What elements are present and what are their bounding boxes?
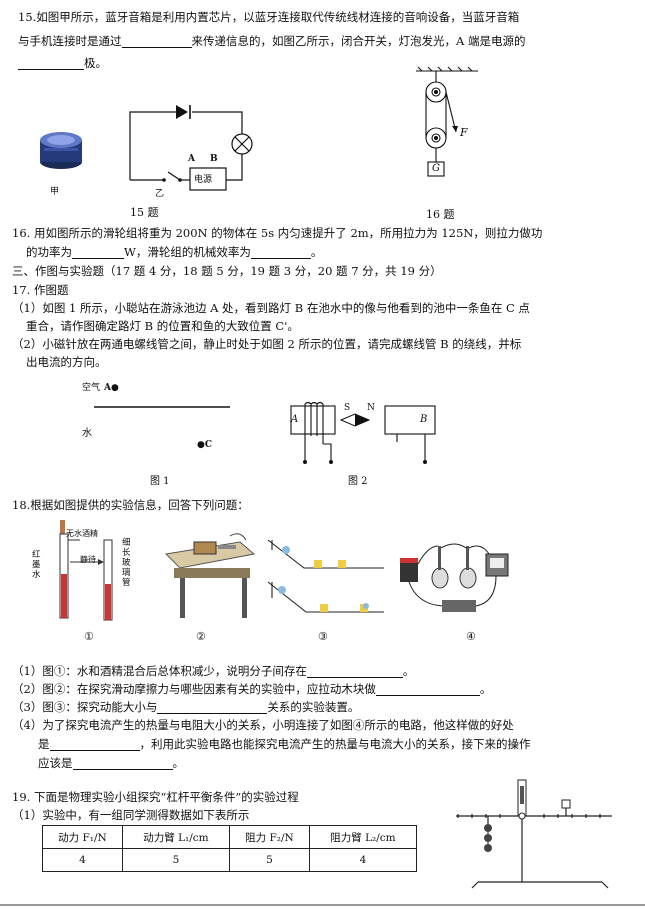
q18-answer-1-text: （1）图①：水和酒精混合后总体积减少，说明分子间存在 — [12, 664, 307, 678]
q18-answer-4-yinggai: 应该是 — [38, 756, 73, 770]
q18-answer-2-text: （2）图②：在探究滑动摩擦力与哪些因素有关的实验中，应拉动木块做 — [12, 682, 376, 696]
label-A: A — [188, 154, 195, 164]
q15-line2: 与手机连接时是通过 来传递信息的，如图乙所示，闭合开关，灯泡发光，A 端是电源的 — [18, 34, 525, 48]
point-C: ●C — [197, 440, 212, 450]
fig-label-3: ③ — [318, 630, 328, 643]
label-air-text: 空气 — [82, 383, 101, 393]
label-coil-A: A — [291, 414, 299, 425]
circuit-diagram-15 — [129, 105, 253, 191]
label-N-pole: N — [367, 403, 375, 413]
q15-line1: 15.如图甲所示，蓝牙音箱是利用内置芯片，以蓝牙连接取代传统线材连接的音响设备，… — [18, 10, 520, 24]
answer-blank-q18-5[interactable] — [72, 757, 173, 770]
solenoid-diagram — [290, 401, 436, 464]
q18-answer-4-shi: 是 — [38, 737, 50, 751]
q18-answer-3-end: 关系的实验装置。 — [267, 700, 360, 714]
q16-line2-mid: W，滑轮组的机械效率为 — [124, 245, 251, 259]
fig-label-4: ④ — [466, 630, 476, 643]
q15-line2-start: 与手机连接时是通过 — [18, 34, 122, 48]
answer-blank-q16-2[interactable] — [250, 246, 311, 259]
q18-answer-4-end: 。 — [172, 756, 185, 770]
label-still: 静待 — [80, 555, 96, 564]
label-red-water: 红墨水 — [32, 550, 41, 580]
fig-label-2: ② — [196, 630, 206, 643]
answer-blank-q18-3[interactable] — [157, 701, 268, 714]
table-header-cell: 动力臂 L₁/cm — [121, 825, 230, 849]
point-A-dot: ● — [111, 383, 119, 393]
q18-answer-4-line1: （4）为了探究电流产生的热量与电阻大小的关系，小明连接了如图④所示的电路，他这样… — [12, 718, 514, 732]
label-yi: 乙 — [155, 189, 165, 199]
answer-blank-q18-2[interactable] — [375, 683, 480, 696]
label-point-A: A — [104, 383, 111, 393]
caption-15: 15 题 — [130, 206, 159, 219]
lever-data-table: 动力 F₁/N 动力臂 L₁/cm 阻力 F₂/N 阻力臂 L₂/cm 4 5 … — [42, 825, 418, 872]
q16-line2-end: 。 — [310, 245, 323, 259]
label-S-pole: S — [344, 403, 351, 413]
table-header-cell: 阻力臂 L₂/cm — [308, 825, 418, 849]
table-row: 4 5 5 4 — [42, 848, 418, 872]
page-bottom-edge — [0, 904, 645, 906]
label-weight-G: G — [432, 163, 440, 174]
q15-line3: 极。 — [18, 56, 107, 70]
kinetic-energy-ramps — [267, 539, 384, 613]
q17-part1-line2: 重合，请作图确定路灯 B 的位置和鱼的大致位置 C'。 — [26, 319, 299, 333]
q18-answer-4-line2: 是 ，利用此实验电路也能探究电流产生的热量与电流大小的关系，接下来的操作 — [38, 737, 531, 751]
answer-blank-q18-1[interactable] — [306, 665, 403, 678]
label-alcohol: 无水酒精 — [66, 529, 98, 538]
label-force-F: F — [460, 126, 468, 139]
label-power-source: 电源 — [194, 175, 213, 185]
label-point-C: C — [204, 440, 213, 450]
q17-title: 17. 作图题 — [12, 283, 69, 297]
q17-part2-line2: 出电流的方向。 — [26, 355, 107, 369]
q16-line2-start: 的功率为 — [26, 245, 72, 259]
q18-answer-2-end: 。 — [479, 682, 492, 696]
label-jia: 甲 — [50, 187, 60, 197]
q18-answer-4-mid: ，利用此实验电路也能探究电流产生的热量与电流大小的关系，接下来的操作 — [139, 737, 531, 751]
q16-line2: 的功率为 W，滑轮组的机械效率为 。 — [26, 245, 322, 259]
q18-answer-3: （3）图③：探究动能大小与 关系的实验装置。 — [12, 700, 359, 714]
label-coil-B: B — [420, 414, 428, 425]
q18-title: 18.根据如图提供的实验信息，回答下列问题： — [12, 498, 249, 512]
caption-fig1: 图 1 — [150, 476, 170, 487]
answer-blank-q18-4[interactable] — [49, 738, 140, 751]
answer-blank-q15-1[interactable] — [121, 35, 192, 48]
table-cell[interactable]: 4 — [308, 848, 418, 872]
q18-answer-1-end: 。 — [402, 664, 415, 678]
water-surface-line — [94, 406, 230, 408]
answer-blank-q16-1[interactable] — [72, 246, 124, 259]
label-B: B — [210, 154, 218, 164]
answer-blank-q15-2[interactable] — [18, 57, 84, 70]
section-3-heading: 三、作图与实验题（17 题 4 分，18 题 5 分，19 题 3 分，20 题… — [12, 264, 442, 278]
label-water: 水 — [82, 428, 92, 439]
table-header-cell: 动力 F₁/N — [42, 825, 123, 849]
table-cell[interactable]: 5 — [228, 848, 310, 872]
fig-label-1: ① — [84, 630, 94, 643]
table-header-cell: 阻力 F₂/N — [228, 825, 310, 849]
point-C-dot: ● — [197, 440, 205, 450]
q19-part1: （1）实验中，有一组同学测得数据如下表所示 — [12, 808, 250, 822]
table-header-row: 动力 F₁/N 动力臂 L₁/cm 阻力 F₂/N 阻力臂 L₂/cm — [42, 825, 418, 849]
pulley-system-diagram — [416, 66, 478, 177]
q15-line3-end: 极。 — [84, 56, 107, 70]
q18-answer-4-line3: 应该是 。 — [38, 756, 184, 770]
caption-fig2: 图 2 — [348, 476, 368, 487]
q15-line2-end: 来传递信息的，如图乙所示，闭合开关，灯泡发光，A 端是电源的 — [191, 34, 526, 48]
q18-answer-1: （1）图①：水和酒精混合后总体积减少，说明分子间存在 。 — [12, 664, 414, 678]
table-cell[interactable]: 5 — [121, 848, 230, 872]
alcohol-water-mixing-tubes — [59, 520, 113, 621]
q16-line1: 16. 用如图所示的滑轮组将重为 200N 的物体在 5s 内匀速提升了 2m，… — [12, 226, 543, 240]
q17-part2-line1: （2）小磁针放在两通电螺线管之间，静止时处于如图 2 所示的位置，请完成螺线管 … — [12, 337, 522, 351]
heating-circuit-apparatus — [400, 543, 509, 612]
q18-answer-2: （2）图②：在探究滑动摩擦力与哪些因素有关的实验中，应拉动木块做 。 — [12, 682, 491, 696]
caption-16: 16 题 — [426, 208, 455, 221]
table-cell[interactable]: 4 — [42, 848, 123, 872]
q17-part1-line1: （1）如图 1 所示，小聪站在游泳池边 A 处，看到路灯 B 在池水中的像与他看… — [12, 301, 530, 315]
bluetooth-speaker-image — [40, 132, 82, 169]
q19-title: 19. 下面是物理实验小组探究“杠杆平衡条件”的实验过程 — [12, 790, 299, 804]
q18-answer-3-start: （3）图③：探究动能大小与 — [12, 700, 158, 714]
label-glass-tube: 细长玻璃管 — [122, 538, 131, 588]
lever-apparatus — [456, 779, 612, 889]
friction-experiment-table — [164, 533, 256, 618]
